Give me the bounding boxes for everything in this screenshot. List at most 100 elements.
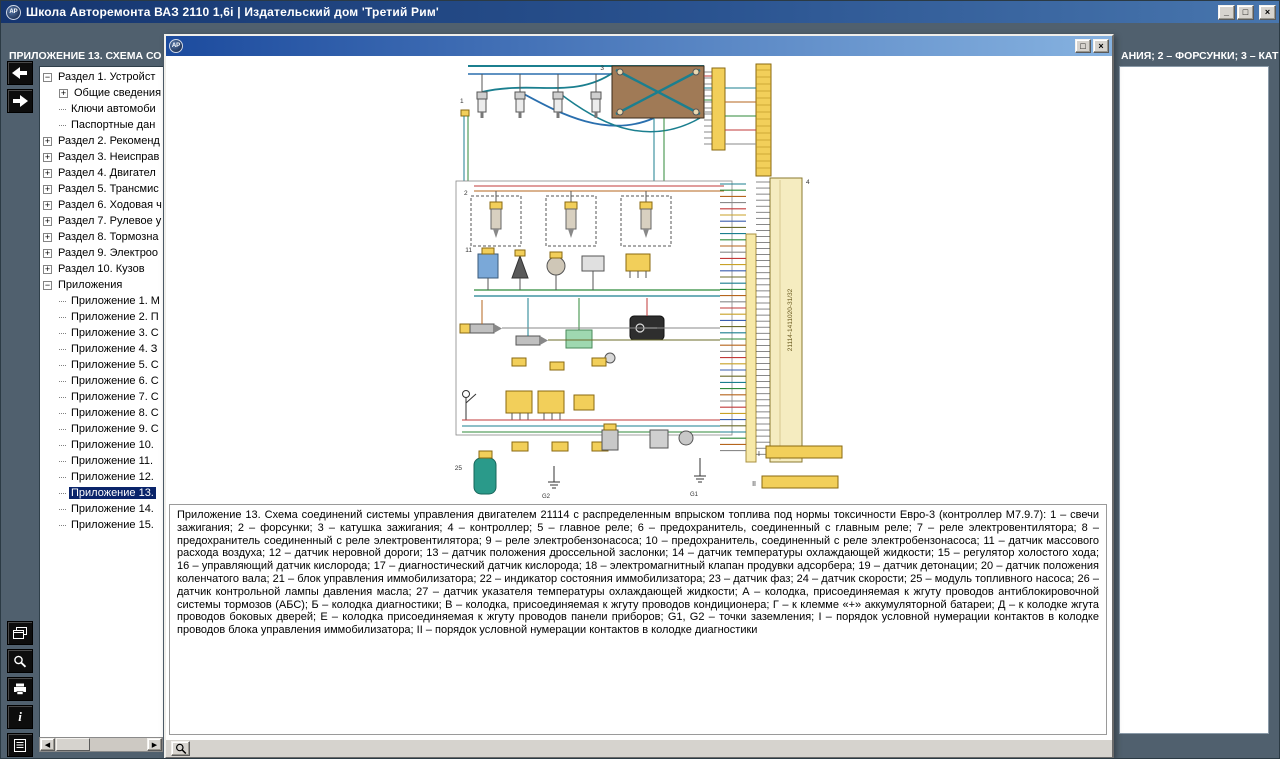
- tree-item[interactable]: −Раздел 1. Устройст: [40, 69, 163, 85]
- tree-item-label: Приложение 10.: [71, 439, 154, 451]
- tree-item[interactable]: +Раздел 10. Кузов: [40, 261, 163, 277]
- tree-collapse-icon[interactable]: −: [43, 71, 52, 82]
- tree-item-label: Приложение 1. М: [71, 295, 160, 307]
- tree-item-label: Общие сведения: [74, 87, 162, 99]
- tree-item-label: Раздел 8. Тормозна: [58, 231, 159, 243]
- label-coil: 3: [600, 65, 604, 72]
- forward-button[interactable]: [7, 89, 33, 113]
- tree-item[interactable]: Приложение 2. П: [40, 309, 163, 325]
- appendix-header-right: АНИЯ; 2 – ФОРСУНКИ; 3 – КАТ: [1121, 50, 1279, 62]
- tree-expand-icon[interactable]: +: [43, 151, 52, 162]
- tree-expand-icon[interactable]: +: [43, 183, 52, 194]
- scrollbar-track[interactable]: [55, 738, 147, 751]
- tree-item[interactable]: Приложение 13.: [40, 485, 163, 501]
- label-maf: 11: [465, 247, 472, 254]
- controller-part-number: 21114-1411020-31/32: [787, 288, 794, 351]
- scrollbar-thumb[interactable]: [56, 738, 90, 751]
- tree-item-label: Приложение 6. С: [71, 375, 159, 387]
- tree-item-label: Приложение 13.: [69, 487, 156, 499]
- tree-item-label: Ключи автомоби: [71, 103, 156, 115]
- scroll-right-button[interactable]: ▶: [147, 738, 162, 751]
- tree-expand-icon[interactable]: +: [43, 199, 52, 210]
- notes-button[interactable]: [7, 733, 33, 757]
- tree-item[interactable]: +Раздел 5. Трансмис: [40, 181, 163, 197]
- info-button[interactable]: i: [7, 705, 33, 729]
- tree-item[interactable]: Ключи автомоби: [40, 101, 163, 117]
- back-button[interactable]: [7, 61, 33, 85]
- tree-expand-icon[interactable]: +: [59, 87, 68, 98]
- tree-item[interactable]: Приложение 15.: [40, 517, 163, 533]
- tree-expand-icon[interactable]: +: [43, 263, 52, 274]
- child-toolbar: [166, 739, 1112, 757]
- tree-leaf-dash: [59, 412, 66, 414]
- tree-item[interactable]: +Раздел 9. Электроо: [40, 245, 163, 261]
- tree-item-label: Приложение 11.: [71, 455, 154, 467]
- tree-expand-icon[interactable]: +: [43, 247, 52, 258]
- background-text-panel: [1119, 66, 1269, 734]
- scroll-left-button[interactable]: ◀: [40, 738, 55, 751]
- maximize-button[interactable]: □: [1237, 4, 1254, 20]
- tree-leaf-dash: [59, 428, 66, 430]
- tree-item[interactable]: Приложение 5. С: [40, 357, 163, 373]
- tree-item[interactable]: Приложение 10.: [40, 437, 163, 453]
- tree-leaf-dash: [59, 364, 66, 366]
- tree-leaf-dash: [59, 108, 66, 110]
- tree-collapse-icon[interactable]: −: [43, 279, 52, 290]
- tree-item[interactable]: Приложение 1. М: [40, 293, 163, 309]
- tree-item-label: Приложение 15.: [71, 519, 154, 531]
- tree-item[interactable]: Приложение 11.: [40, 453, 163, 469]
- tree-item[interactable]: Приложение 9. С: [40, 421, 163, 437]
- tree-expand-icon[interactable]: +: [43, 215, 52, 226]
- tree-item[interactable]: +Раздел 3. Неисправ: [40, 149, 163, 165]
- tree-item[interactable]: +Раздел 7. Рулевое у: [40, 213, 163, 229]
- tree-item[interactable]: Приложение 8. С: [40, 405, 163, 421]
- zoom-tool-button[interactable]: [7, 649, 33, 673]
- tree-item[interactable]: Приложение 12.: [40, 469, 163, 485]
- tree-item[interactable]: Приложение 4. З: [40, 341, 163, 357]
- tree-item-label: Приложение 14.: [71, 503, 154, 515]
- child-close-button[interactable]: ×: [1093, 39, 1109, 53]
- label-spark-plugs: 1: [460, 98, 464, 105]
- close-button[interactable]: ×: [1259, 4, 1276, 20]
- label-strip1: I: [758, 451, 760, 458]
- app-logo-icon: АР: [6, 4, 21, 20]
- tree-expand-icon[interactable]: +: [43, 135, 52, 146]
- diagram-window: АР □ ×: [164, 34, 1114, 758]
- tree-item[interactable]: + Раздел 8. Тормозна: [40, 229, 163, 245]
- label-strip2: II: [752, 481, 756, 488]
- cascade-windows-icon: [13, 627, 27, 639]
- zoom-button[interactable]: [171, 741, 190, 756]
- tree-leaf-dash: [59, 316, 66, 318]
- sensors-row: [474, 247, 720, 297]
- print-button[interactable]: [7, 677, 33, 701]
- tree-item[interactable]: +Раздел 6. Ходовая ч: [40, 197, 163, 213]
- tree-item[interactable]: Приложение 14.: [40, 501, 163, 517]
- minimize-button[interactable]: _: [1218, 4, 1235, 20]
- tree-item-label: Приложение 4. З: [71, 343, 158, 355]
- arrow-left-icon: [12, 67, 27, 79]
- tree-expand-icon[interactable]: +: [43, 167, 52, 178]
- tree-leaf-dash: [59, 508, 66, 510]
- child-maximize-button[interactable]: □: [1075, 39, 1091, 53]
- tree-item[interactable]: Паспортные дан: [40, 117, 163, 133]
- tree-item[interactable]: Приложение 6. С: [40, 373, 163, 389]
- tree-item[interactable]: +Раздел 2. Рекоменд: [40, 133, 163, 149]
- tree-expand-icon[interactable]: +: [43, 231, 52, 242]
- tree-horizontal-scrollbar: ◀ ▶: [39, 737, 163, 752]
- middle-components: [459, 298, 720, 371]
- tree-item-label: Приложение 12.: [71, 471, 154, 483]
- tree-item[interactable]: Приложение 3. С: [40, 325, 163, 341]
- tree-item-label: Приложение 2. П: [71, 311, 159, 323]
- tree-item[interactable]: + Общие сведения: [40, 85, 163, 101]
- tree-item[interactable]: +Раздел 4. Двигател: [40, 165, 163, 181]
- child-window-icon: АР: [169, 39, 183, 53]
- child-titlebar[interactable]: АР □ ×: [166, 36, 1112, 56]
- tree-item[interactable]: Приложение 7. С: [40, 389, 163, 405]
- tree-leaf-dash: [59, 524, 66, 526]
- label-g2: G2: [542, 494, 551, 500]
- tree-item[interactable]: −Приложения: [40, 277, 163, 293]
- cascade-windows-button[interactable]: [7, 621, 33, 645]
- child-content: 1 3 2 4 11 25 I II G1 G2 21114-1411020-3…: [166, 56, 1112, 739]
